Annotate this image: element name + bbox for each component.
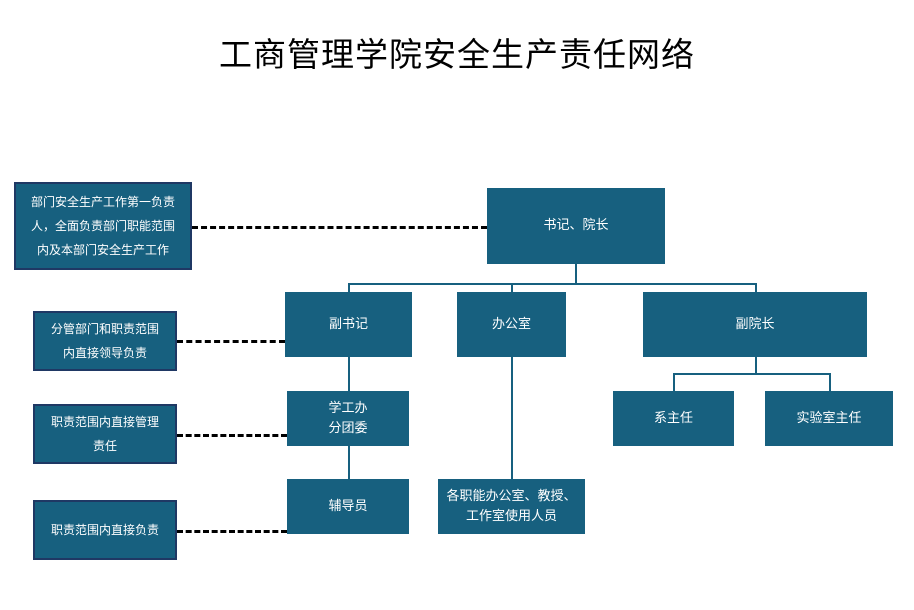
connector-top-stem (575, 264, 577, 284)
note-box-direct-responsibility[interactable]: 职责范围内直接负责 (33, 500, 177, 560)
connector-student-affairs-to-counselor (348, 446, 350, 479)
dashed-link-note2-to-deputy-secretary (177, 340, 285, 343)
note-box-2-text: 分管部门和职责范围 内直接领导负责 (50, 322, 159, 360)
connector-office-to-functional-offices (511, 357, 513, 479)
note-box-3-text: 职责范围内直接管理 责任 (50, 415, 159, 453)
connector-drop-lab-director (829, 373, 831, 391)
org-node-lab-director[interactable]: 实验室主任 (765, 391, 893, 446)
org-node-functional-offices-label: 各职能办公室、教授、 工作室使用人员 (446, 488, 577, 524)
org-node-department-head[interactable]: 系主任 (613, 391, 734, 446)
connector-drop-vice-dean (755, 283, 757, 293)
connector-drop-deputy-secretary (348, 283, 350, 293)
org-node-counselor[interactable]: 辅导员 (287, 479, 409, 534)
org-node-functional-offices[interactable]: 各职能办公室、教授、 工作室使用人员 (438, 479, 585, 534)
org-node-student-affairs[interactable]: 学工办 分团委 (287, 391, 409, 446)
org-node-department-head-label: 系主任 (653, 410, 693, 426)
note-box-first-responsible-person[interactable]: 部门安全生产工作第一负责 人，全面负责部门职能范围 内及本部门安全生产工作 (14, 182, 192, 270)
org-node-deputy-secretary[interactable]: 副书记 (285, 292, 412, 357)
note-box-1-text: 部门安全生产工作第一负责 人，全面负责部门职能范围 内及本部门安全生产工作 (30, 195, 175, 257)
note-box-direct-leadership[interactable]: 分管部门和职责范围 内直接领导负责 (33, 311, 177, 371)
connector-deputy-to-student-affairs (348, 357, 350, 391)
org-node-counselor-label: 辅导员 (328, 498, 368, 514)
connector-drop-office (511, 283, 513, 293)
connector-vice-dean-stem (755, 357, 757, 374)
dashed-link-note3-to-student-affairs (177, 434, 287, 437)
connector-vice-dean-bus (673, 373, 830, 375)
dashed-link-note4-to-counselor (177, 530, 287, 533)
org-node-secretary-dean[interactable]: 书记、院长 (487, 188, 665, 264)
dashed-link-note1-to-top (192, 226, 487, 229)
org-node-student-affairs-label: 学工办 分团委 (328, 400, 368, 436)
org-node-lab-director-label: 实验室主任 (796, 410, 862, 426)
note-box-4-text: 职责范围内直接负责 (50, 523, 159, 537)
connector-drop-department-head (673, 373, 675, 391)
org-node-vice-dean-label: 副院长 (735, 316, 775, 332)
page-title: 工商管理学院安全生产责任网络 (219, 35, 695, 74)
connector-level1-bus (348, 283, 757, 285)
org-node-office-label: 办公室 (491, 316, 531, 332)
org-node-office[interactable]: 办公室 (457, 292, 566, 357)
note-box-direct-management[interactable]: 职责范围内直接管理 责任 (33, 404, 177, 464)
org-node-secretary-dean-label: 书记、院长 (543, 218, 609, 233)
org-node-deputy-secretary-label: 副书记 (328, 316, 368, 332)
org-node-vice-dean[interactable]: 副院长 (643, 292, 867, 357)
